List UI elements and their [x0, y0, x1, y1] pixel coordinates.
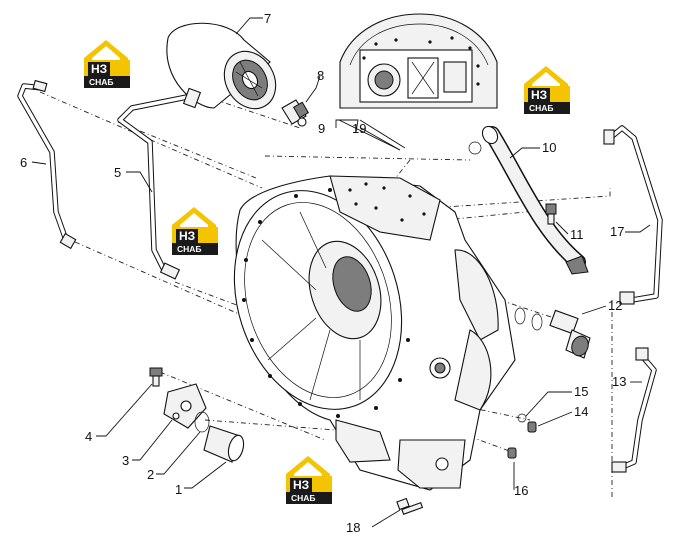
part-3-cover: [163, 383, 207, 429]
callout-5: 5: [114, 165, 121, 180]
part-4-bolt: [149, 367, 163, 387]
watermark-logo: НЗ СНАБ: [172, 207, 218, 255]
part-18-bolt: [396, 497, 424, 515]
watermark-logo: НЗ СНАБ: [524, 66, 570, 114]
callout-2: 2: [147, 467, 154, 482]
svg-text:СНАБ: СНАБ: [177, 244, 202, 254]
svg-text:НЗ: НЗ: [293, 478, 309, 492]
callout-8: 8: [317, 68, 324, 83]
part-12-plug: [514, 307, 591, 359]
part-14-plug: [527, 421, 537, 433]
callout-10: 10: [542, 140, 556, 155]
part-13-tube: [611, 347, 657, 473]
part-1-sleeve: [203, 425, 245, 463]
part-17-tube: [603, 125, 663, 305]
callout-18: 18: [346, 520, 360, 535]
callout-17: 17: [610, 224, 624, 239]
callout-9: 9: [318, 121, 325, 136]
inset-housing-view: [339, 13, 498, 109]
callout-4: 4: [85, 429, 92, 444]
callout-11: 11: [570, 227, 584, 242]
svg-text:СНАБ: СНАБ: [529, 103, 554, 113]
part-10-hose: [468, 125, 589, 275]
part-callouts: 1 2 3 4 5 6 7 8 9 10 11 12 13 14 15 16 1…: [20, 11, 626, 535]
watermark-logo: НЗ СНАБ: [286, 456, 332, 504]
part-6-tube: [17, 79, 77, 250]
part-7-filter: [166, 22, 277, 110]
svg-text:НЗ: НЗ: [531, 88, 547, 102]
part-2-seal: [194, 411, 210, 433]
callout-15: 15: [574, 384, 588, 399]
callout-19: 19: [352, 121, 366, 136]
watermark-logo: НЗ СНАБ: [84, 40, 130, 88]
part-11-bolt: [545, 203, 557, 225]
callout-6: 6: [20, 155, 27, 170]
transmission-housing: [233, 175, 516, 491]
callout-1: 1: [175, 482, 182, 497]
part-5-tube: [117, 87, 202, 280]
callout-13: 13: [612, 374, 626, 389]
part-15-washer: [517, 413, 527, 423]
callout-14: 14: [574, 404, 588, 419]
callout-7: 7: [264, 11, 271, 26]
callout-16: 16: [514, 483, 528, 498]
svg-text:СНАБ: СНАБ: [89, 77, 114, 87]
part-8-fitting: [281, 99, 310, 127]
svg-text:НЗ: НЗ: [91, 62, 107, 76]
part-16-plug: [507, 447, 517, 459]
svg-text:СНАБ: СНАБ: [291, 493, 316, 503]
leader-lines: [31, 17, 651, 528]
svg-text:НЗ: НЗ: [179, 229, 195, 243]
callout-3: 3: [122, 453, 129, 468]
callout-12: 12: [608, 298, 622, 313]
